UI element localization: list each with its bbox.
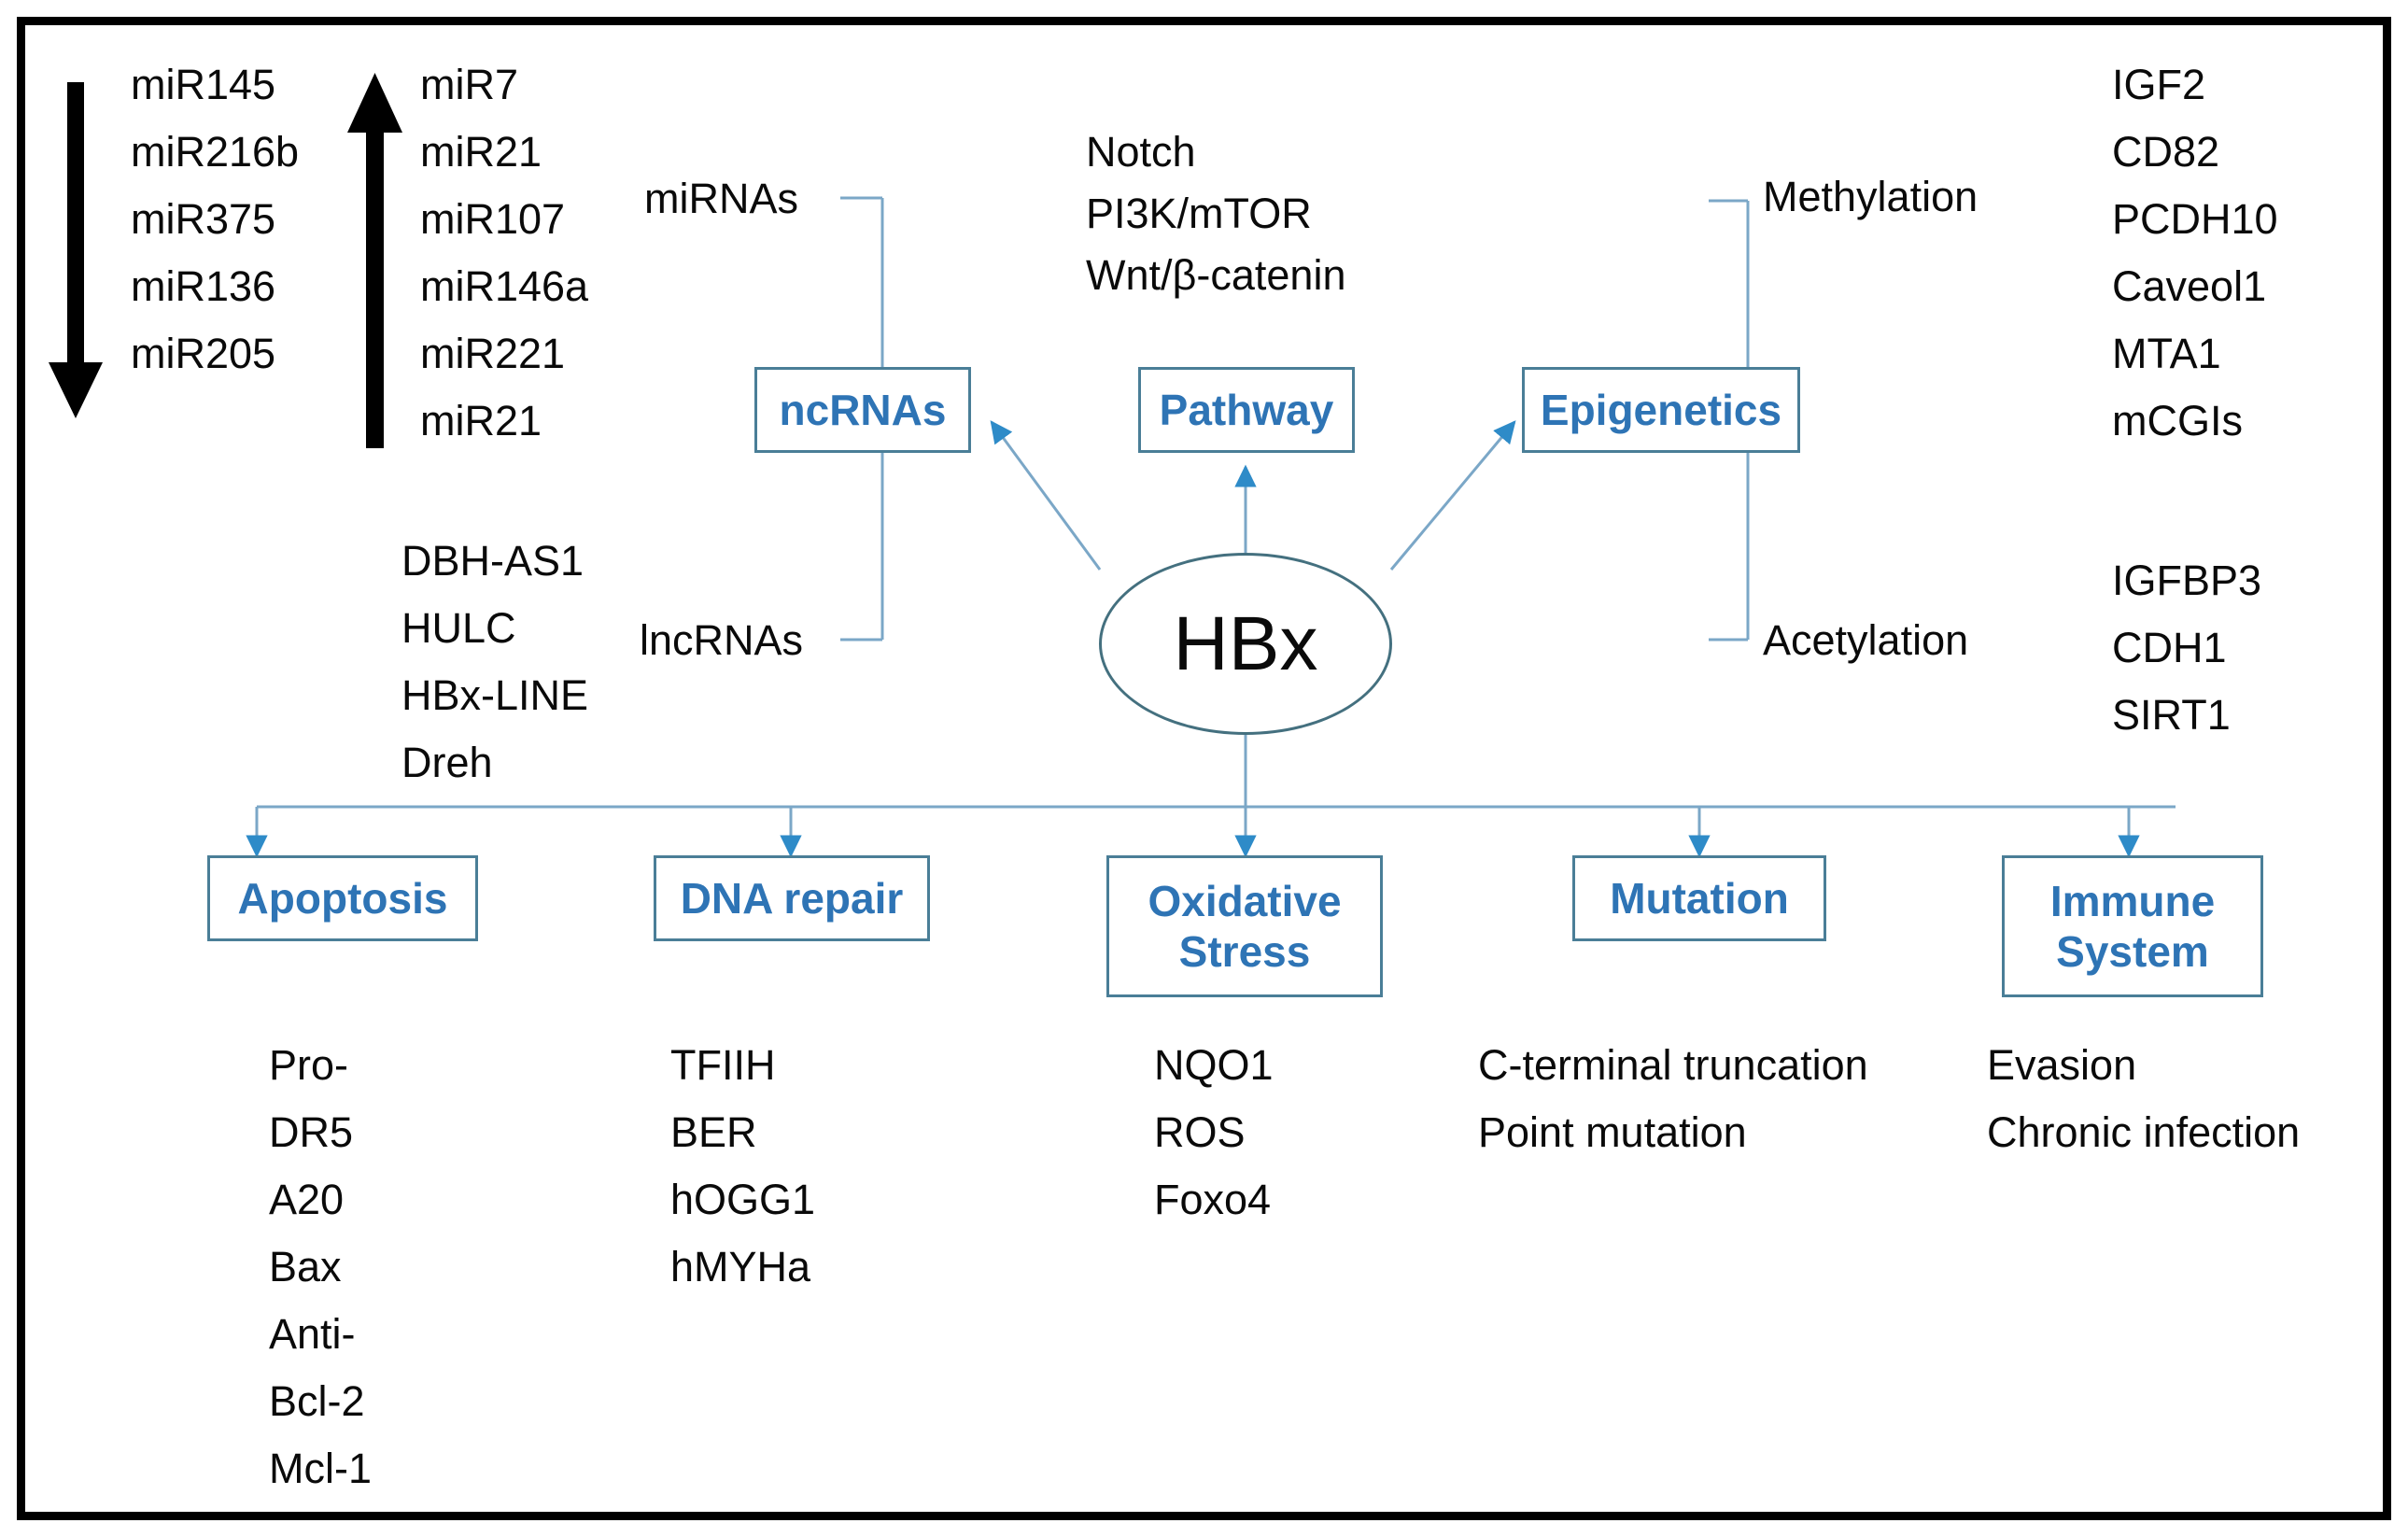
upregulated-mirna-list: miR7 miR21 miR107 miR146a miR221 miR21: [420, 61, 589, 444]
lncrna-target-list: DBH-AS1 HULC HBx-LINE Dreh: [401, 537, 589, 786]
node-pathway[interactable]: Pathway: [1138, 367, 1355, 453]
dna-repair-detail-list: TFIIH BER hOGG1 hMYHa: [670, 1041, 816, 1290]
node-oxidative-stress[interactable]: Oxidative Stress: [1106, 855, 1383, 997]
node-apoptosis[interactable]: Apoptosis: [207, 855, 478, 941]
acetylation-target-list: IGFBP3 CDH1 SIRT1: [2112, 557, 2262, 739]
node-hbx[interactable]: HBx: [1099, 553, 1392, 735]
methylation-target-list: IGF2 CD82 PCDH10 Caveol1 MTA1 mCGIs: [2112, 61, 2278, 444]
node-mutation[interactable]: Mutation: [1572, 855, 1826, 941]
acetylation-label: Acetylation: [1763, 616, 1969, 664]
node-epigenetics[interactable]: Epigenetics: [1522, 367, 1800, 453]
node-immune-system[interactable]: Immune System: [2002, 855, 2263, 997]
lncrnas-label: lncRNAs: [640, 616, 804, 664]
methylation-label: Methylation: [1763, 173, 1979, 220]
apoptosis-detail-list: Pro- DR5 A20 Bax Anti- Bcl-2 Mcl-1: [269, 1041, 372, 1492]
mutation-detail-list: C-terminal truncation Point mutation: [1478, 1041, 1868, 1156]
node-dna-repair[interactable]: DNA repair: [654, 855, 930, 941]
mirnas-label: miRNAs: [644, 175, 798, 222]
diagram-frame: [17, 17, 2391, 1520]
immune-system-detail-list: Evasion Chronic infection: [1987, 1041, 2301, 1156]
oxidative-stress-detail-list: NQO1 ROS Foxo4: [1154, 1041, 1274, 1223]
pathway-list: Notch PI3K/mTOR Wnt/β-catenin: [1086, 128, 1346, 299]
node-ncrnas[interactable]: ncRNAs: [754, 367, 971, 453]
downregulated-mirna-list: miR145 miR216b miR375 miR136 miR205: [131, 61, 300, 377]
